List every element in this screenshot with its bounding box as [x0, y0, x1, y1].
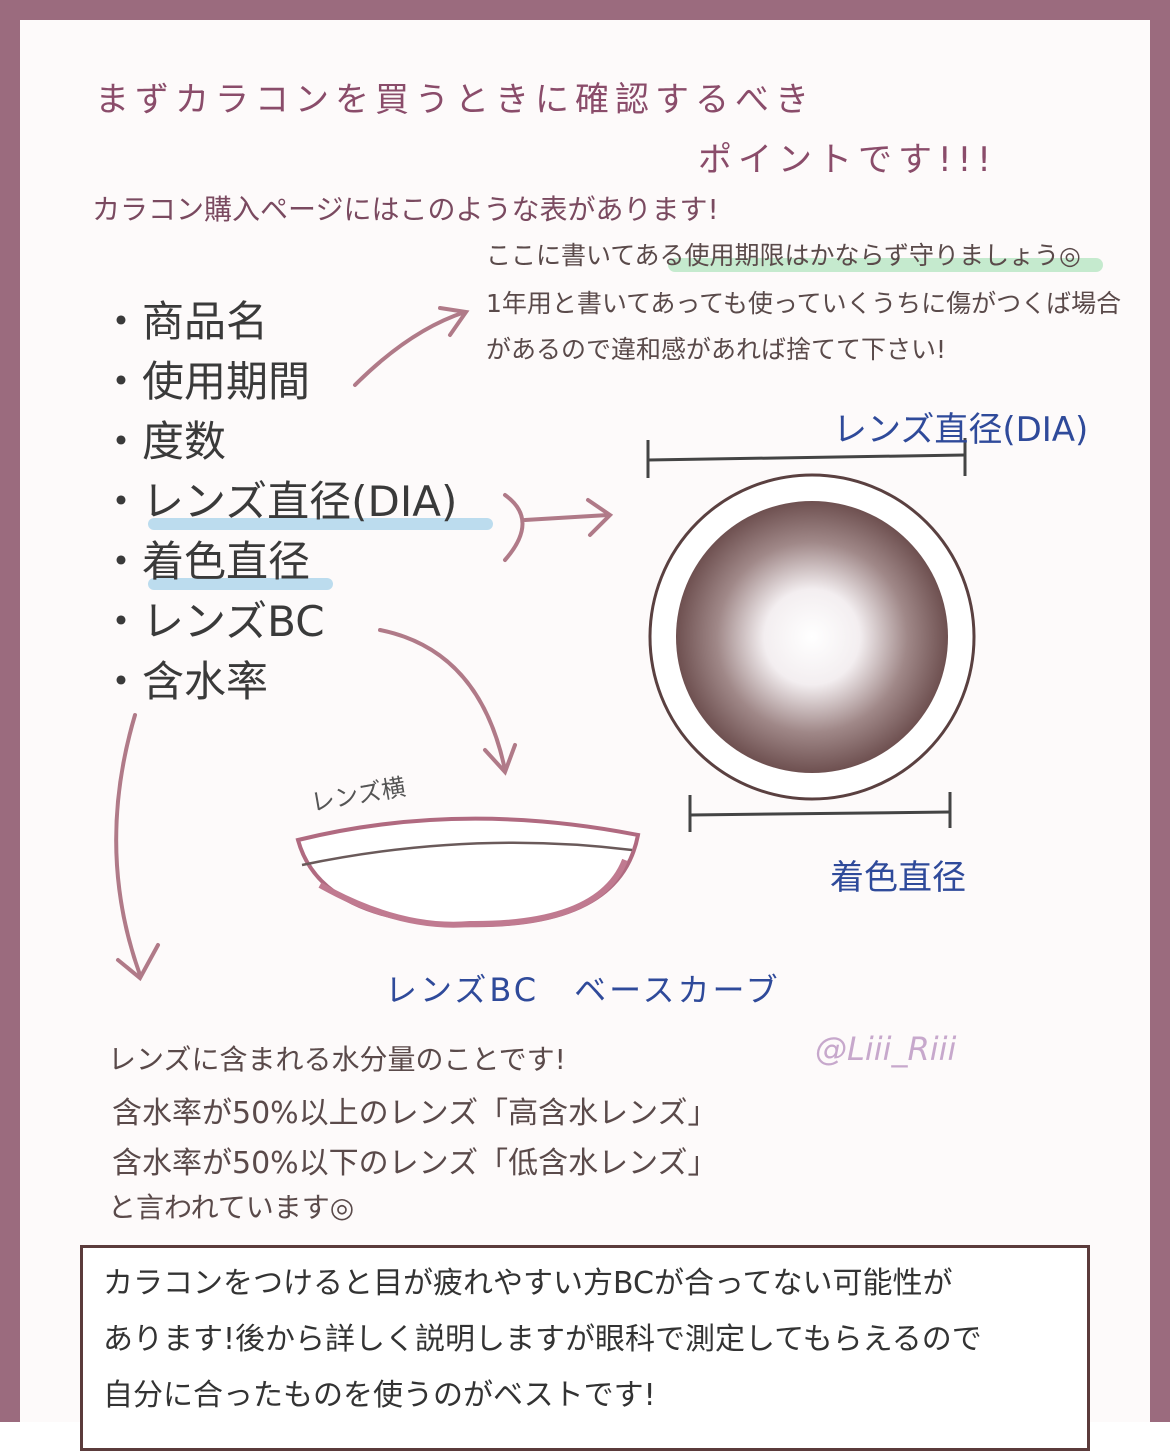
list-item: ・含水率 — [100, 657, 269, 706]
list-item: ・着色直径 — [100, 537, 311, 586]
arrow-bc — [378, 628, 507, 772]
list-item: ・度数 — [100, 417, 227, 466]
list-item: ・商品名 — [100, 297, 269, 346]
credit-watermark: @Liii_Riii — [815, 1030, 957, 1068]
expiry-note-3: があるので違和感があれば捨てて下さい! — [486, 335, 947, 364]
water-note-1: レンズに含まれる水分量のことです! — [108, 1043, 566, 1076]
label-bc: レンズBC ベースカーブ — [385, 971, 781, 1009]
list-item: ・レンズ直径(DIA) — [100, 477, 458, 526]
expiry-note-2: 1年用と書いてあっても使っていくうちに傷がつくば場合 — [486, 289, 1122, 318]
water-note-2: 含水率が50%以上のレンズ「高含水レンズ」 — [112, 1096, 718, 1131]
lens-colored-icon — [676, 501, 948, 773]
bc-note-1: カラコンをつけると目が疲れやすい方BCが合ってない可能性が — [103, 1266, 953, 1301]
bracket-dia — [503, 493, 525, 562]
intro-text: カラコン購入ページにはこのような表があります! — [92, 193, 719, 226]
lens-side-icon — [295, 816, 641, 928]
list-item: ・使用期間 — [100, 357, 311, 406]
list-item: ・レンズBC — [100, 597, 325, 646]
highlight-green — [668, 258, 1103, 272]
highlight-blue-color — [148, 578, 333, 590]
bc-note-2: あります!後から詳しく説明しますが眼科で測定してもらえるので — [103, 1322, 982, 1357]
label-dia: レンズ直径(DIA) — [833, 410, 1089, 450]
water-note-4: と言われています◎ — [108, 1191, 355, 1224]
dimension-lines — [646, 438, 967, 832]
expiry-note-1: ここに書いてある使用期限はかならず守りましょう◎ — [486, 241, 1081, 270]
highlight-blue-dia — [148, 518, 493, 530]
arrow-water — [114, 713, 142, 977]
title-line-2: ポイントです!!! — [698, 140, 997, 180]
illustration-canvas — [20, 20, 1150, 1422]
bc-note-3: 自分に合ったものを使うのがベストです! — [103, 1378, 656, 1413]
label-color-dia: 着色直径 — [830, 858, 966, 898]
spec-list: ・商品名 ・使用期間 ・度数 ・レンズ直径(DIA) ・着色直径 ・レンズBC … — [100, 292, 457, 712]
title-line-1: まずカラコンを買うときに確認するべき — [95, 80, 815, 120]
arrows — [114, 306, 614, 982]
arrow-expiry — [353, 310, 467, 387]
arrow-lens — [523, 513, 610, 522]
water-note-3: 含水率が50%以下のレンズ「低含水レンズ」 — [112, 1146, 718, 1181]
bc-note-box: カラコンをつけると目が疲れやすい方BCが合ってない可能性が あります!後から詳し… — [80, 1245, 1090, 1451]
